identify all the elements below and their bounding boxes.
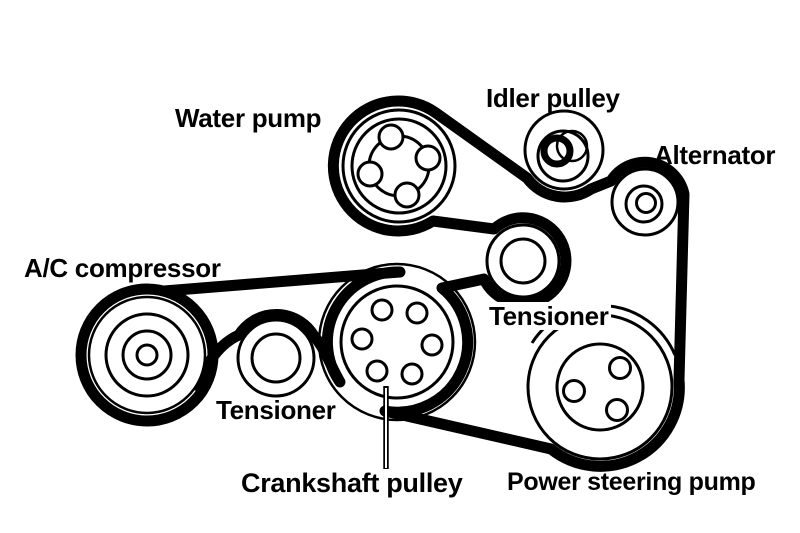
power-steering-bolt-hole [562, 379, 586, 403]
tensioner-upper-hub [499, 237, 547, 285]
alternator-shaft-hole [635, 192, 657, 214]
crankshaft-outer-edge [317, 262, 477, 422]
water-pump-hub [350, 117, 448, 215]
idler-inner-ring [536, 129, 590, 183]
tensioner-lower-pulley [236, 318, 316, 398]
crankshaft-pulley [317, 262, 477, 422]
water-pump-bolt-hole [356, 160, 384, 188]
alternator-pulley [610, 167, 680, 237]
power-steering-rim [526, 313, 674, 461]
crankshaft-bolt-hole [420, 333, 444, 357]
ac-compressor-shaft-hole [135, 343, 159, 367]
crankshaft-bolt-hole [405, 301, 429, 325]
label-idler-pulley: Idler pulley [486, 83, 620, 113]
label-crankshaft-pulley: Crankshaft pulley [241, 468, 463, 498]
label-ac-compressor: A/C compressor [24, 253, 221, 283]
idler-pulley [523, 109, 605, 191]
tensioner-lower-hub [250, 332, 302, 384]
power-steering-bolt-hole [608, 356, 632, 380]
water-pump-rim [341, 108, 457, 224]
crankshaft-bolt-hole [370, 298, 394, 322]
water-pump-bolt-hole [414, 144, 442, 172]
power-steering-bolt-hole [605, 398, 629, 422]
label-tensioner-upper: Tensioner [487, 301, 611, 331]
tensioner-upper-rim [485, 223, 561, 299]
label-alternator: Alternator [654, 140, 776, 170]
label-water-pump: Water pump [175, 103, 322, 133]
tensioner-lower-rim [236, 318, 316, 398]
idler-bearing [540, 134, 574, 168]
water-pump-pulley [341, 108, 457, 224]
water-pump-bolt-hole [377, 123, 405, 151]
tensioner-upper-pulley [485, 223, 561, 299]
ac-compressor-hub [121, 329, 173, 381]
main-belt-path [327, 95, 690, 472]
idler-rim [523, 109, 605, 191]
label-tensioner-lower: Tensioner [216, 395, 336, 425]
crankshaft-bolt-hole [350, 327, 374, 351]
idler-offset-ring [555, 129, 589, 163]
crankshaft-bolt-hole [400, 362, 424, 386]
power-steering-pulley [526, 303, 677, 461]
alternator-hub [624, 184, 664, 224]
label-power-steering-pump: Power steering pump [507, 468, 756, 496]
ac-compressor-pulley [87, 295, 207, 415]
ac-compressor-ring [104, 312, 190, 398]
power-steering-face [555, 342, 645, 432]
ac-belt-path [163, 266, 406, 393]
alternator-rim [610, 167, 680, 237]
crankshaft-bolt-hole [365, 359, 389, 383]
water-pump-bolt-hole [393, 181, 421, 209]
